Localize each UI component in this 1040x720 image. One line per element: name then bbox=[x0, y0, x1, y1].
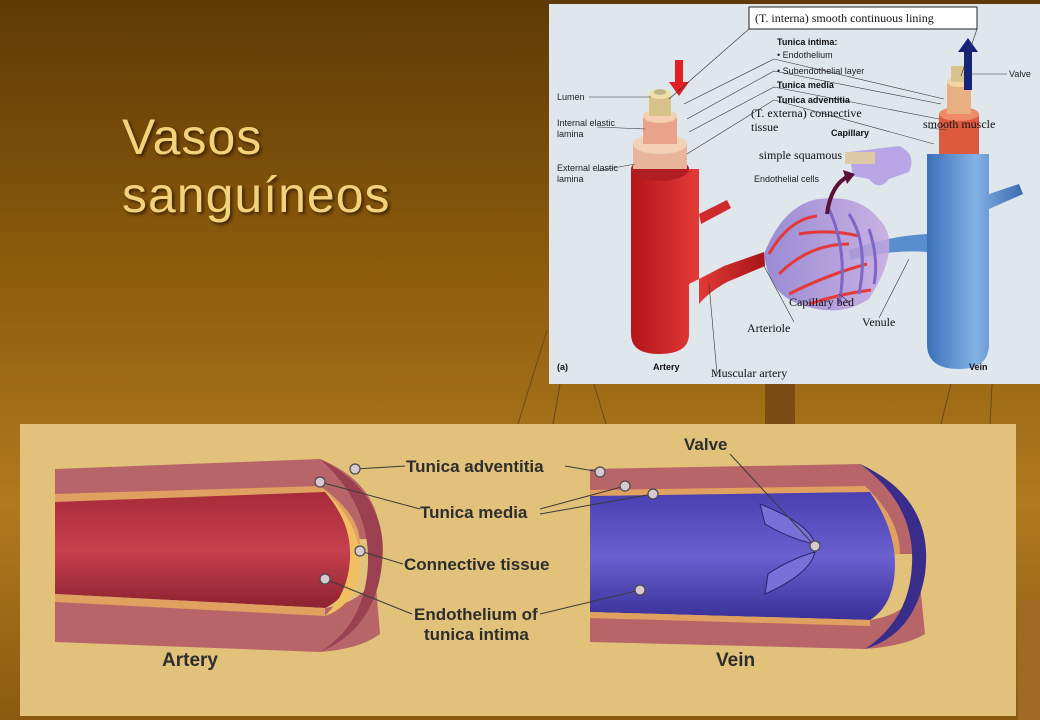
connector-line bbox=[517, 329, 548, 425]
label-endothelium-2: tunica intima bbox=[424, 625, 529, 644]
connector-line bbox=[989, 383, 993, 425]
label-tunica-adventitia: Tunica adventitia bbox=[406, 457, 544, 476]
marker-circle bbox=[349, 463, 361, 475]
leader-line bbox=[539, 485, 626, 510]
artery-tube bbox=[55, 459, 383, 652]
label-endothelial-cells: Endothelial cells bbox=[754, 174, 820, 184]
leader-lines bbox=[589, 28, 1007, 375]
label-vein: Vein bbox=[969, 362, 988, 372]
vein-tube bbox=[590, 464, 927, 649]
label-panel-letter: (a) bbox=[557, 362, 568, 372]
connector-line bbox=[940, 383, 952, 425]
bottom-leader-lines bbox=[319, 453, 816, 615]
label-muscular-artery: Muscular artery bbox=[711, 366, 787, 380]
leader-line bbox=[359, 550, 404, 565]
label-tunica-adventitia: Tunica adventitia bbox=[777, 95, 851, 105]
leader-line bbox=[668, 28, 750, 100]
connector-line bbox=[552, 383, 561, 425]
label-connective-tissue: Connective tissue bbox=[404, 555, 550, 574]
label-external-elastic-2: lamina bbox=[557, 174, 584, 184]
bottom-diagram-panel: Tunica adventitia Tunica media Connectiv… bbox=[20, 424, 1016, 716]
leader-line bbox=[683, 58, 775, 105]
label-vein: Vein bbox=[716, 650, 755, 671]
header-box-text: (T. interna) smooth continuous lining bbox=[755, 11, 934, 25]
leader-line bbox=[773, 86, 940, 120]
label-simple-squamous: simple squamous bbox=[759, 148, 842, 162]
artery-illustration bbox=[631, 60, 765, 354]
label-artery: Artery bbox=[653, 362, 680, 372]
marker-circle bbox=[634, 584, 646, 596]
marker-circles bbox=[314, 463, 821, 596]
marker-circle bbox=[647, 488, 659, 500]
title-line-2: sanguíneos bbox=[122, 167, 391, 223]
leader-line bbox=[686, 99, 775, 155]
capillary-bed-illustration bbox=[764, 146, 912, 311]
marker-circle bbox=[619, 480, 631, 492]
leader-line bbox=[324, 578, 413, 615]
label-capillary-bed: Capillary bed bbox=[789, 295, 854, 309]
leader-line bbox=[539, 589, 641, 615]
leader-line bbox=[708, 283, 718, 375]
label-endothelium-1: Endothelium of bbox=[414, 605, 538, 624]
leader-line bbox=[596, 126, 646, 130]
marker-circle bbox=[319, 573, 331, 585]
leader-line bbox=[596, 163, 636, 172]
label-artery: Artery bbox=[162, 650, 218, 671]
leader-line bbox=[319, 481, 421, 510]
label-valve: Valve bbox=[1009, 69, 1031, 79]
marker-circle bbox=[809, 540, 821, 552]
slide-title: Vasos sanguíneos bbox=[122, 108, 482, 224]
leader-line bbox=[773, 70, 942, 105]
leader-line bbox=[838, 293, 850, 303]
label-t-externa-2: tissue bbox=[751, 120, 778, 134]
leader-line bbox=[878, 258, 910, 319]
label-venule: Venule bbox=[862, 315, 895, 329]
leader-line bbox=[773, 58, 945, 100]
connector-line bbox=[593, 383, 607, 425]
leader-line bbox=[773, 99, 935, 145]
label-lumen: Lumen bbox=[557, 92, 585, 102]
top-diagram-panel: (T. interna) smooth continuous lining bbox=[549, 4, 1040, 384]
leader-line bbox=[928, 127, 948, 131]
label-subendothelial: • Subendothelial layer bbox=[777, 66, 864, 76]
label-internal-elastic-2: lamina bbox=[557, 129, 584, 139]
title-line-1: Vasos bbox=[122, 109, 263, 165]
label-tunica-intima: Tunica intima: bbox=[777, 37, 837, 47]
stand-post bbox=[1018, 600, 1040, 720]
leader-line bbox=[688, 86, 775, 133]
vein-illustration bbox=[849, 38, 1023, 369]
leader-line bbox=[960, 28, 978, 77]
label-internal-elastic-1: Internal elastic bbox=[557, 118, 616, 128]
marker-circle bbox=[314, 476, 326, 488]
header-box bbox=[748, 6, 978, 30]
label-tunica-media: Tunica media bbox=[777, 80, 835, 90]
leader-line bbox=[354, 465, 406, 470]
leader-line bbox=[729, 453, 816, 547]
leader-line bbox=[763, 265, 795, 323]
label-capillary: Capillary bbox=[831, 128, 869, 138]
label-t-externa-1: (T. externa) connective bbox=[751, 106, 862, 120]
label-smooth-muscle: smooth muscle bbox=[923, 117, 995, 131]
leader-line bbox=[539, 493, 654, 515]
label-tunica-media: Tunica media bbox=[420, 503, 528, 522]
leader-line bbox=[564, 465, 601, 473]
stand-post bbox=[765, 384, 795, 424]
marker-circle bbox=[594, 466, 606, 478]
label-arteriole: Arteriole bbox=[747, 321, 790, 335]
marker-circle bbox=[354, 545, 366, 557]
label-endothelium: • Endothelium bbox=[777, 50, 833, 60]
label-external-elastic-1: External elastic bbox=[557, 163, 619, 173]
label-valve: Valve bbox=[684, 435, 728, 454]
leader-line bbox=[686, 70, 775, 120]
